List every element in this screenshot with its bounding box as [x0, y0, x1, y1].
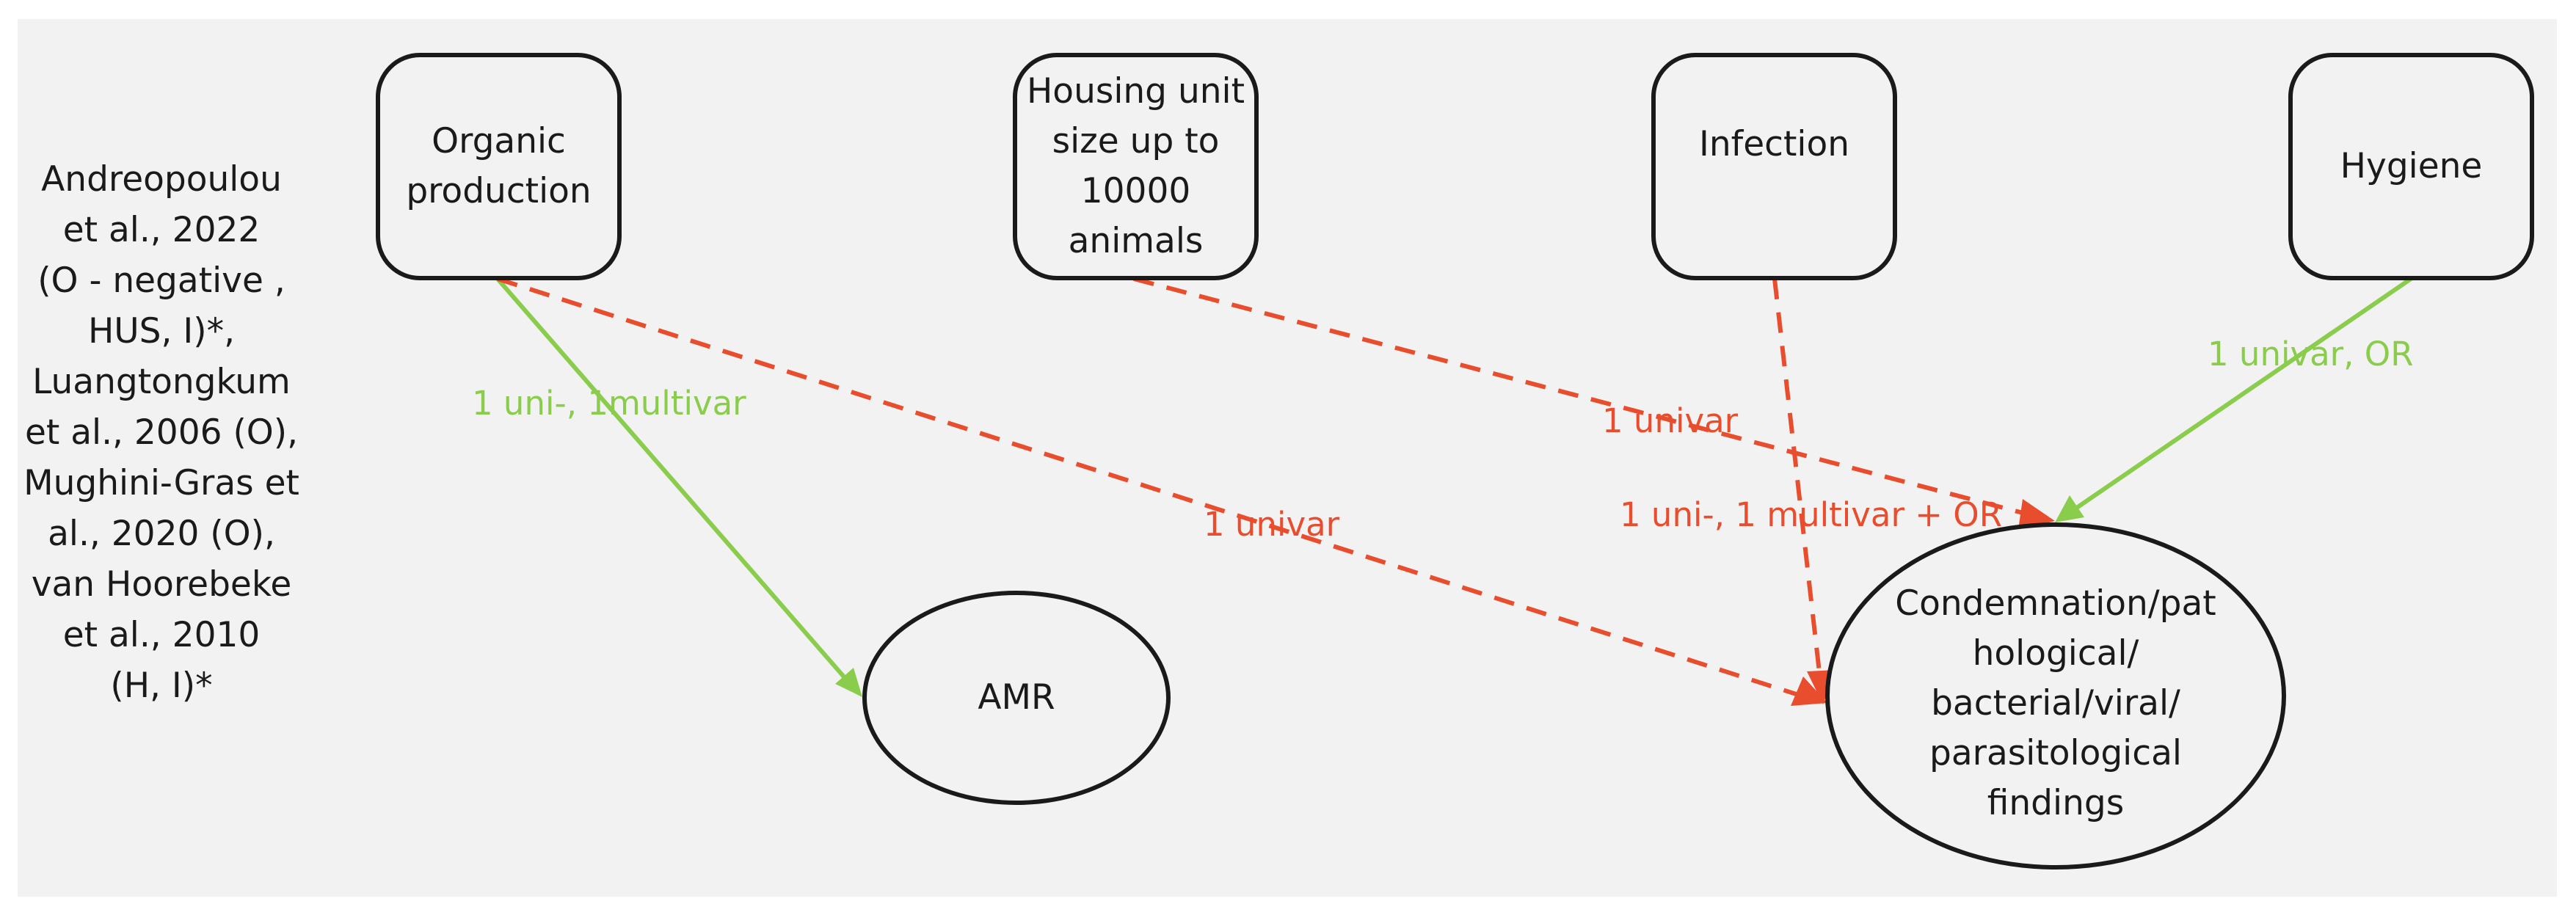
- node-condemnation-findings: Condemnation/pat hological/ bacterial/vi…: [1825, 522, 2286, 870]
- label-housing-condemnation: 1 univar: [1602, 401, 1739, 440]
- citation-text: Andreopoulou et al., 2022 (O - negative …: [23, 159, 299, 706]
- label-organic-amr: 1 uni-, 1multivar: [472, 384, 746, 423]
- edge-organic-condemnation: [497, 277, 1806, 699]
- edge-hygiene-condemnation: [2067, 277, 2412, 516]
- node-housing-unit-size: Housing unit size up to 10000 animals: [1013, 53, 1259, 280]
- label-hygiene-condemnation: 1 univar, OR: [2208, 335, 2414, 373]
- label-infection-condemnation: 1 uni-, 1 multivar + OR: [1620, 495, 2002, 534]
- node-organic-production: Organic production: [376, 53, 622, 280]
- edge-organic-amr: [495, 277, 854, 687]
- arrowhead-hygiene-condemnation: [2055, 495, 2084, 522]
- node-amr: AMR: [862, 591, 1171, 805]
- label-organic-condemnation: 1 univar: [1204, 505, 1340, 544]
- arrowhead-organic-amr: [835, 668, 862, 697]
- edge-infection-condemnation: [1772, 278, 1822, 679]
- arrowhead-housing-condemnation: [2018, 499, 2055, 530]
- arrowhead-organic-condemnation: [1791, 677, 1827, 706]
- edge-housing-condemnation: [1133, 277, 2026, 516]
- node-hygiene: Hygiene: [2288, 53, 2534, 280]
- node-infection: Infection: [1651, 53, 1897, 280]
